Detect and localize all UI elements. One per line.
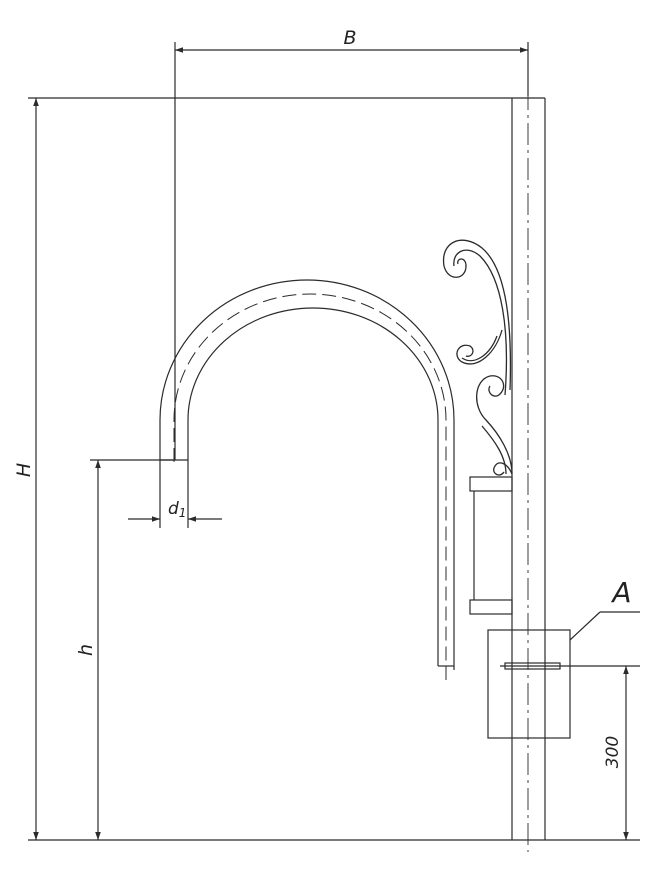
- label-clamp-height: 300: [603, 736, 623, 768]
- arm-brackets: [469, 476, 513, 615]
- label-detail-a: A: [610, 576, 631, 609]
- scroll-ornament: [442, 239, 513, 476]
- label-pipe-diameter-sub: 1: [179, 506, 187, 520]
- label-total-height: H: [13, 463, 35, 477]
- mounting-clamp: [487, 629, 571, 739]
- label-outlet-height: h: [75, 644, 97, 656]
- dimension-lines: [33, 47, 629, 840]
- extension-lines: [28, 42, 640, 841]
- label-width-b: B: [343, 27, 356, 49]
- curved-arm: [159, 279, 455, 680]
- detail-leader: [569, 611, 640, 641]
- label-pipe-diameter: d1: [168, 499, 186, 520]
- label-pipe-diameter-main: d: [168, 499, 179, 519]
